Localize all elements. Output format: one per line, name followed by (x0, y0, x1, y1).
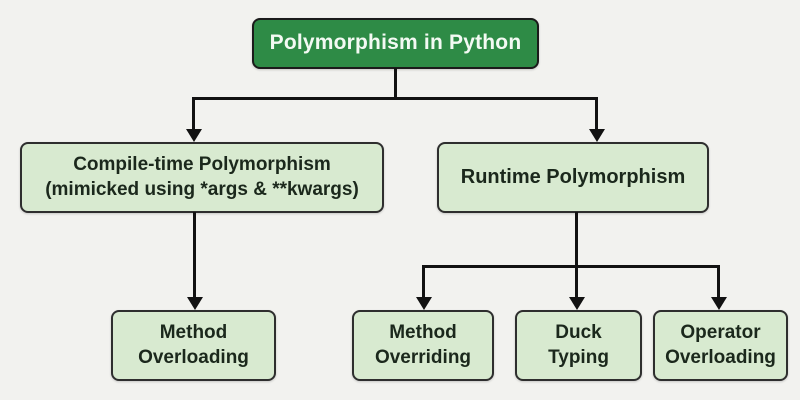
node-label-line: Duck (555, 322, 602, 344)
arrow-down-icon (711, 297, 727, 310)
node-polymorphism-in-python: Polymorphism in Python (252, 18, 539, 69)
node-label-line: Overriding (374, 346, 472, 368)
node-method-overloading: Method Overloading (111, 310, 276, 381)
connector-to-method-overriding (422, 265, 425, 298)
node-compile-time-polymorphism: Compile-time Polymorphism (mimicked usin… (20, 142, 384, 213)
connector-to-compile-time (192, 97, 195, 131)
node-label-line: Polymorphism in Python (269, 31, 522, 55)
node-label-line: Method (159, 322, 228, 344)
node-label-line: Overloading (138, 346, 249, 368)
node-label-line: Operator (680, 322, 761, 344)
connector-level2-horizontal (422, 265, 720, 268)
arrow-down-icon (416, 297, 432, 310)
connector-to-duck-typing (575, 265, 578, 298)
node-runtime-polymorphism: Runtime Polymorphism (437, 142, 709, 213)
node-label-line: Compile-time Polymorphism (73, 154, 331, 176)
node-label-line: (mimicked using *args & **kwargs) (45, 178, 359, 200)
connector-to-runtime (595, 97, 598, 131)
arrow-down-icon (186, 129, 202, 142)
node-operator-overloading: Operator Overloading (653, 310, 788, 381)
arrow-down-icon (187, 297, 203, 310)
node-label-line: Runtime Polymorphism (460, 165, 686, 188)
node-label-line: Overloading (665, 346, 776, 368)
node-duck-typing: Duck Typing (515, 310, 642, 381)
node-label-line: Method (389, 322, 457, 344)
connector-runtime-stub (575, 212, 578, 268)
node-method-overriding: Method Overriding (352, 310, 494, 381)
connector-to-method-overloading (193, 212, 196, 298)
connector-level1-horizontal (192, 97, 597, 100)
connector-root-stub (394, 68, 397, 100)
node-label-line: Typing (548, 346, 609, 368)
arrow-down-icon (589, 129, 605, 142)
connector-to-operator-overloading (717, 265, 720, 298)
arrow-down-icon (569, 297, 585, 310)
